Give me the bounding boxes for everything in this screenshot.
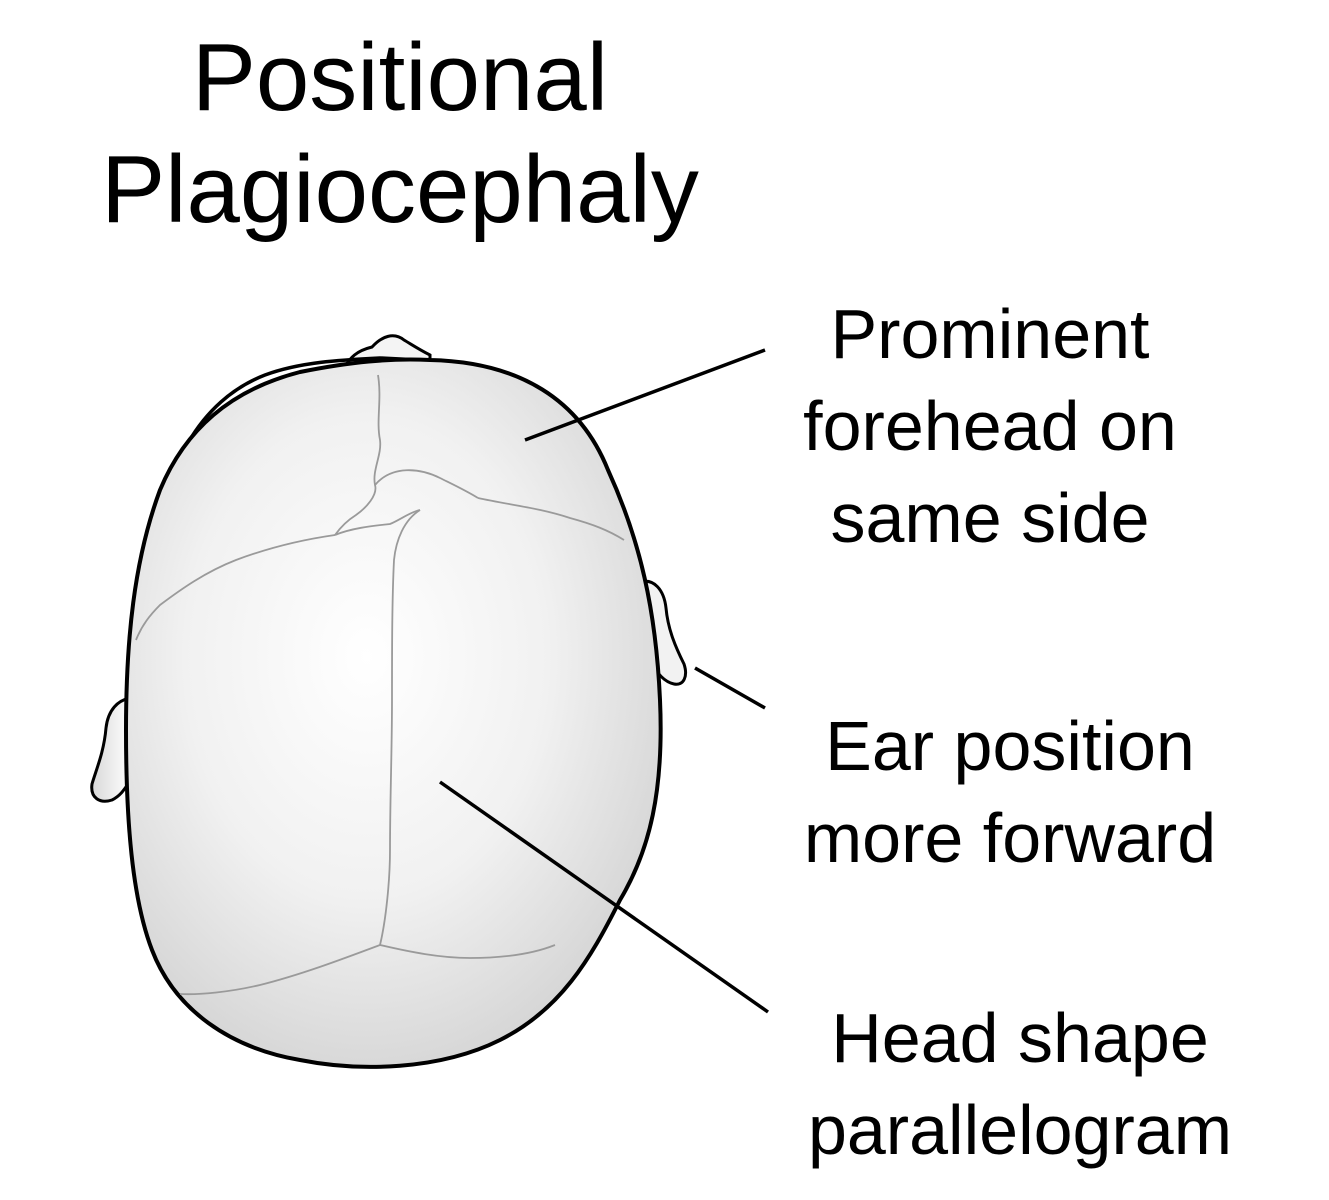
ear-label-line-2: more forward [803, 799, 1217, 877]
skull-outline [123, 357, 663, 1069]
forehead-leader-line [524, 348, 766, 442]
title-line-2: Plagiocephaly [101, 136, 699, 243]
left-lambdoid-suture [179, 944, 381, 996]
head-shape-leader-line [438, 780, 770, 1014]
diagram-title: Positional Plagiocephaly [40, 22, 760, 246]
title-line-1: Positional [191, 24, 609, 131]
head-label-line-1: Head shape [831, 999, 1209, 1077]
ear-label-line-1: Ear position [825, 707, 1195, 785]
fontanelle-lower [334, 509, 421, 536]
left-ear [90, 696, 132, 803]
head-label-line-2: parallelogram [807, 1091, 1233, 1169]
forehead-label-line-3: same side [830, 479, 1150, 557]
forehead-label-line-1: Prominent [830, 295, 1150, 373]
head-shape-label: Head shape parallelogram [770, 992, 1270, 1176]
forehead-label-line-2: forehead on [803, 387, 1177, 465]
ear-position-label: Ear position more forward [770, 700, 1250, 884]
fontanelle-outline [374, 469, 479, 499]
skull-sutures [135, 374, 625, 996]
ear-leader-line [694, 666, 766, 710]
left-coronal-suture [135, 534, 336, 641]
forehead-label: Prominent forehead on same side [760, 288, 1220, 564]
right-coronal-suture [477, 497, 625, 541]
sagittal-suture [379, 509, 421, 946]
right-lambdoid-suture [379, 944, 556, 959]
